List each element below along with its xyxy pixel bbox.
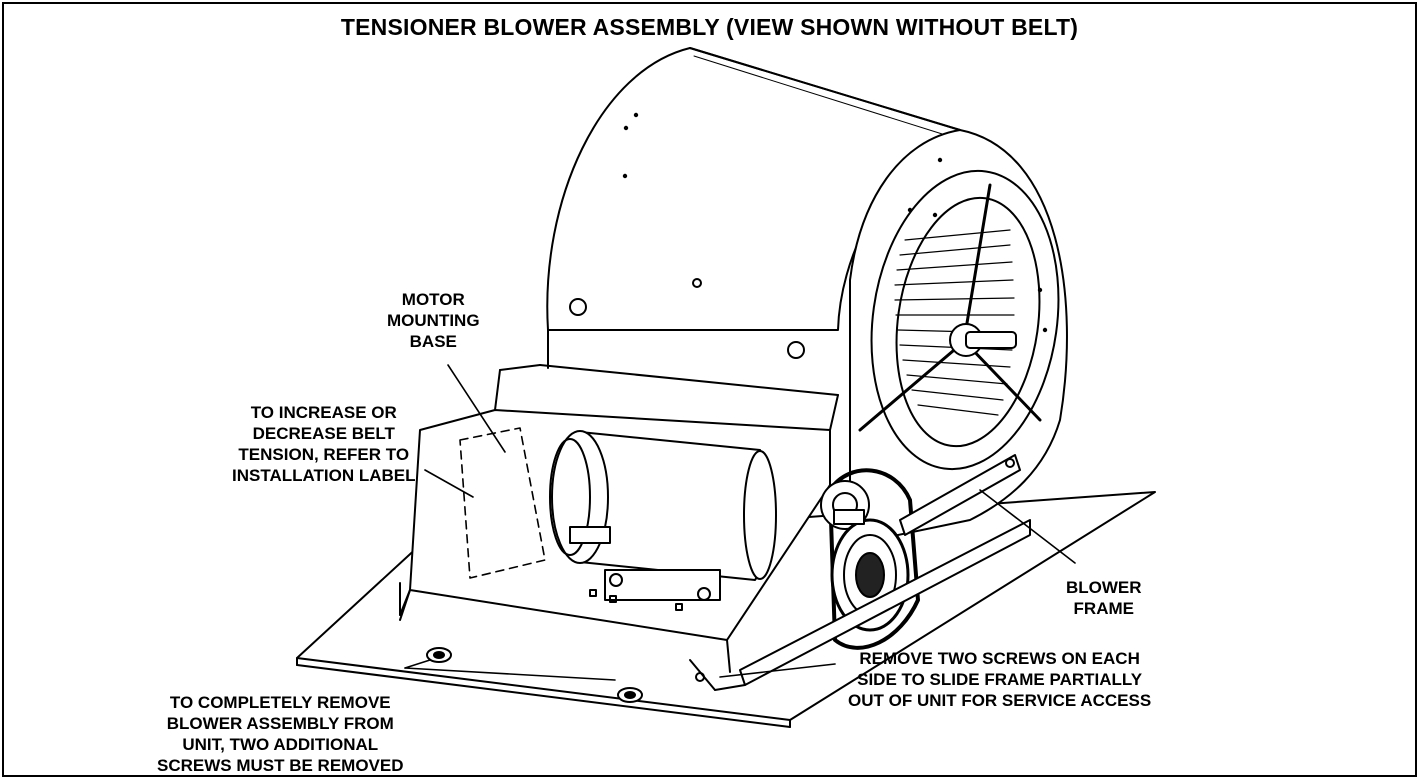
motor [549, 430, 777, 611]
callout-blower-frame: BLOWER FRAME [1066, 578, 1142, 618]
floor-screws [426, 647, 643, 703]
callout-motor-mounting-base: MOTOR MOUNTING BASE [387, 290, 480, 351]
blower-frame-rails [399, 454, 1031, 691]
callout-remove-two-screws: REMOVE TWO SCREWS ON EACH SIDE TO SLIDE … [848, 649, 1152, 710]
callout-completely-remove: TO COMPLETELY REMOVE BLOWER ASSEMBLY FRO… [157, 693, 404, 775]
callout-belt-tension: TO INCREASE OR DECREASE BELT TENSION, RE… [232, 403, 416, 485]
diagram-title: TENSIONER BLOWER ASSEMBLY (VIEW SHOWN WI… [340, 14, 1079, 40]
blower-housing [546, 47, 1068, 546]
leader-lines [404, 364, 1076, 681]
